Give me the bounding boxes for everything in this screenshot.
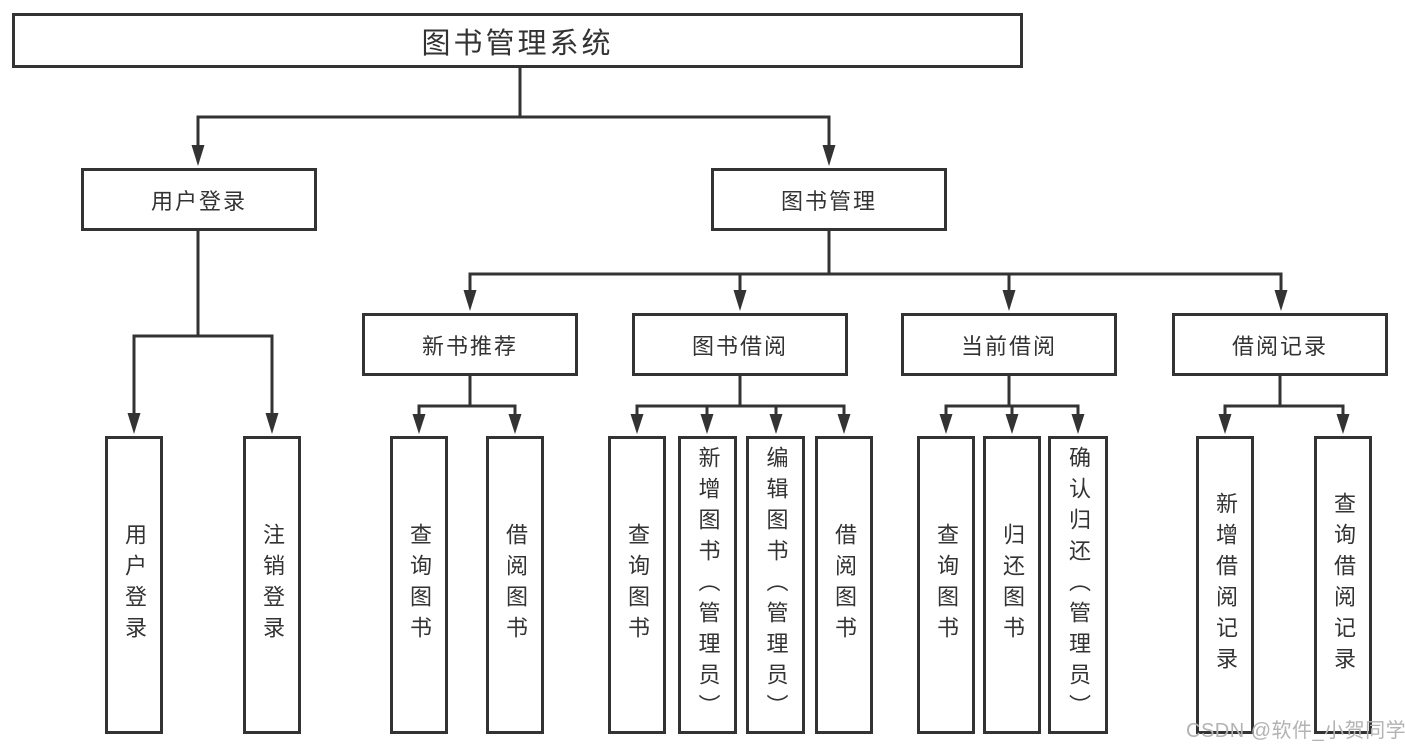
leaf-recommend-borrow-books: 借阅图书: [486, 436, 544, 734]
leaf-borrowing-edit-books-admin: 编辑图书（管理员）: [746, 436, 805, 734]
node-borrowing-records: 借阅记录: [1172, 313, 1388, 376]
connector-root-to-level2: [191, 66, 836, 166]
leaf-current-confirm-return-admin: 确认归还（管理员）: [1048, 436, 1108, 734]
node-root: 图书管理系统: [12, 13, 1023, 68]
leaf-borrowing-query-books: 查询图书: [608, 436, 666, 734]
leaf-user-login: 用户登录: [105, 436, 163, 734]
connector-book-management-children: [463, 229, 1288, 311]
watermark: CSDN @软件_小贺同学: [1186, 720, 1405, 742]
node-new-book-recommend: 新书推荐: [362, 313, 578, 376]
connector-book-borrowing-children: [630, 374, 851, 434]
node-user-login: 用户登录: [81, 168, 317, 231]
connector-user-login-children: [127, 229, 279, 434]
leaf-recommend-query-books: 查询图书: [390, 436, 448, 734]
node-book-management: 图书管理: [711, 168, 947, 231]
leaf-records-add-record: 新增借阅记录: [1196, 436, 1254, 734]
connector-current-borrowing-children: [939, 374, 1085, 434]
leaf-borrowing-add-books-admin: 新增图书（管理员）: [678, 436, 737, 734]
leaf-records-query-record: 查询借阅记录: [1314, 436, 1372, 734]
node-current-borrowing: 当前借阅: [901, 313, 1117, 376]
leaf-current-return-books: 归还图书: [983, 436, 1041, 734]
leaf-current-query-books: 查询图书: [917, 436, 975, 734]
leaf-borrowing-borrow-books: 借阅图书: [815, 436, 873, 734]
leaf-logout: 注销登录: [243, 436, 301, 734]
connector-borrowing-records-children: [1218, 374, 1350, 434]
node-book-borrowing: 图书借阅: [632, 313, 848, 376]
connector-new-book-recommend-children: [412, 374, 522, 434]
